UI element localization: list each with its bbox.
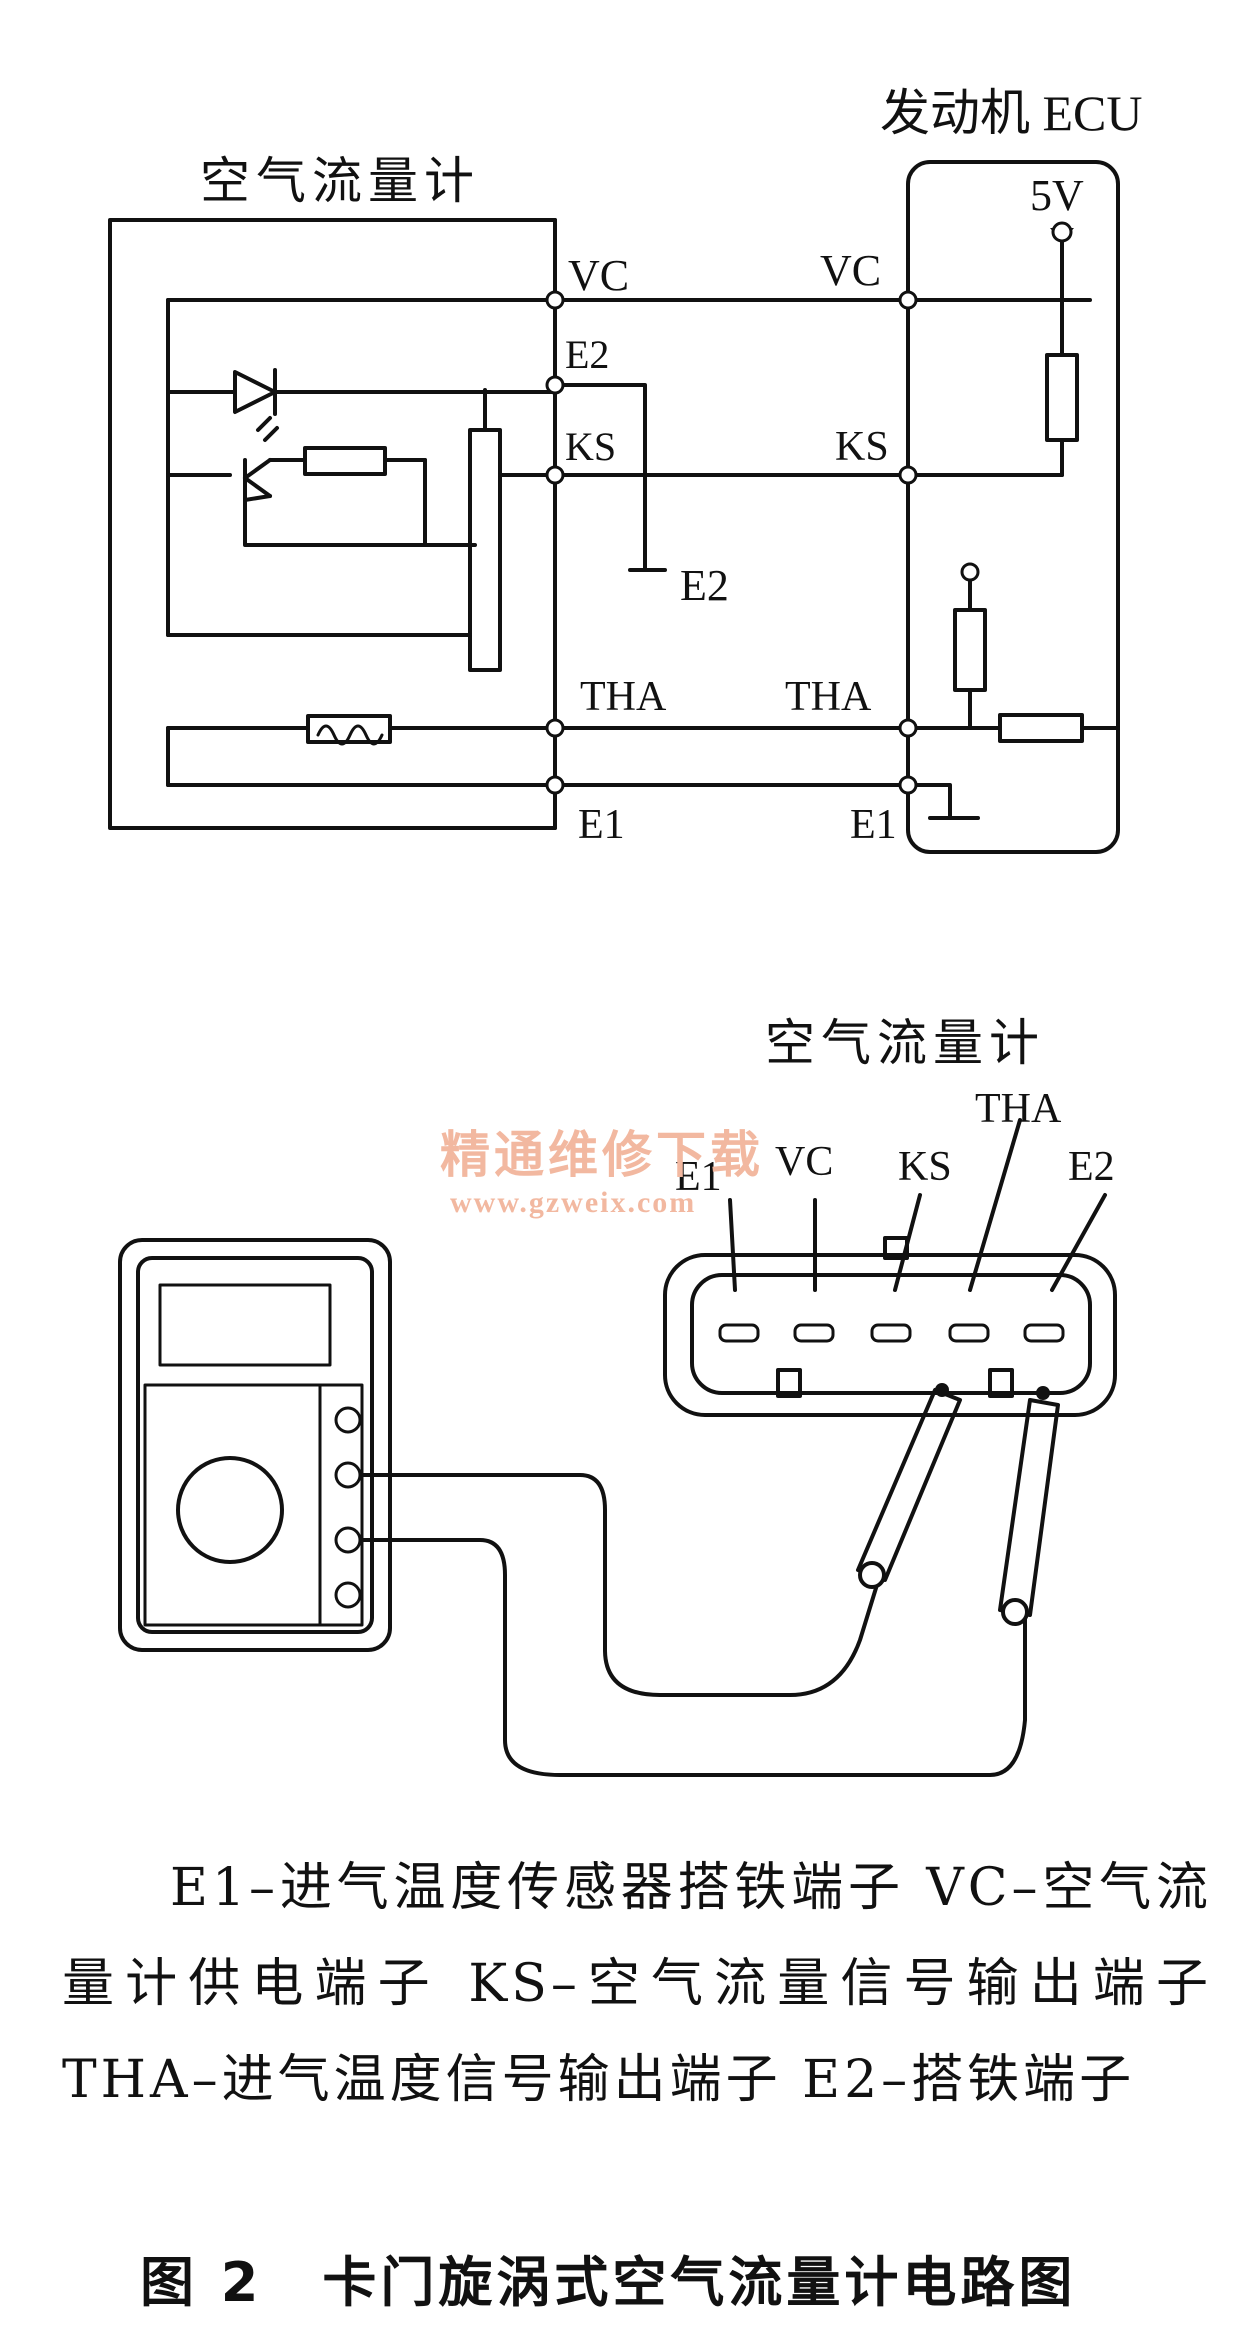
pin-label-tha: THA (975, 1086, 1062, 1132)
supply-label: 5V (1030, 171, 1084, 220)
figure-caption: E1–进气温度传感器搭铁端子 VC–空气流量计供电端子 KS–空气流量信号输出端… (62, 1858, 1212, 2110)
pin-label-ks: KS (898, 1144, 952, 1190)
right-terminal-e1: E1 (850, 802, 897, 848)
ground-label-e2: E2 (680, 561, 729, 610)
figure-title-text: 卡门旋涡式空气流量计电路图 (322, 2251, 1077, 2314)
right-terminal-vc: VC (820, 246, 881, 295)
left-terminal-e1: E1 (578, 802, 625, 848)
sensor-title: 空气流量计 (200, 153, 480, 209)
pin-label-e2: E2 (1068, 1144, 1115, 1190)
left-terminal-ks: KS (565, 424, 616, 469)
figure-number: 图 2 (140, 2251, 263, 2314)
ecu-title: 发动机 ECU (880, 85, 1143, 141)
multimeter (118, 1238, 392, 1652)
right-terminal-tha: THA (785, 674, 872, 720)
sensor-housing (108, 218, 557, 830)
multimeter-dial (176, 1456, 284, 1564)
ecu-housing (906, 160, 1120, 854)
left-terminal-tha: THA (580, 674, 667, 720)
figure-title: 图 2 卡门旋涡式空气流量计电路图 (140, 2238, 1140, 2317)
multimeter-display (158, 1283, 332, 1367)
pin-label-vc: VC (775, 1139, 833, 1185)
watermark-url: www.gzweix.com (450, 1186, 696, 1219)
connector-title: 空气流量计 (765, 1015, 1045, 1071)
connector-housing (663, 1253, 1117, 1417)
right-terminal-ks: KS (835, 424, 889, 470)
left-terminal-vc: VC (568, 251, 629, 300)
left-terminal-e2: E2 (565, 332, 609, 377)
watermark-text: 精通维修下载 (440, 1127, 764, 1183)
pin-label-e1: E1 (675, 1154, 722, 1200)
circuit-diagram: 空气流量计 发动机 ECU 5V VC E2 KS THA E1 VC KS T… (108, 85, 1143, 1777)
